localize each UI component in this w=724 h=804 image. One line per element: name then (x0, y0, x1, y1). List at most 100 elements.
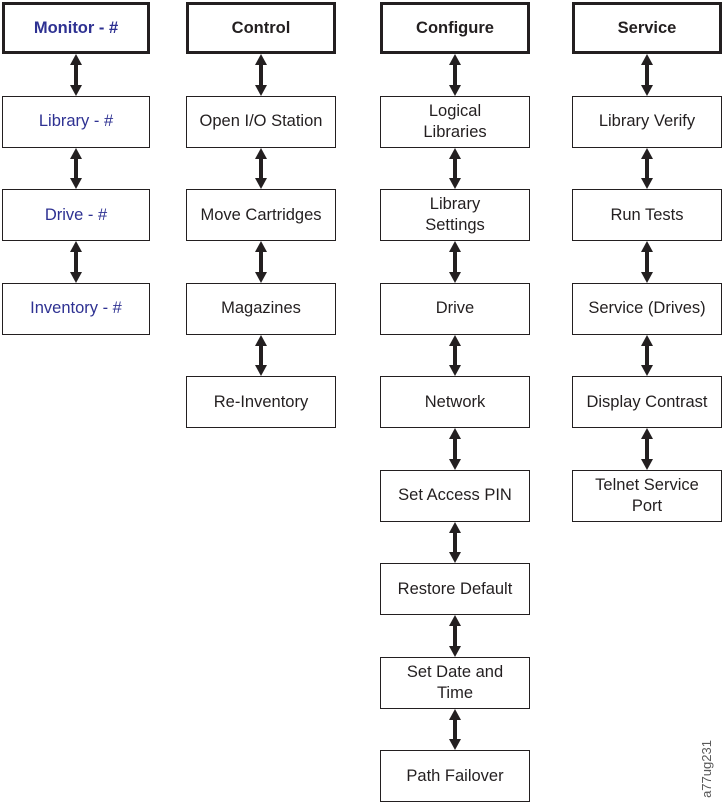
double-headed-arrow-icon (641, 147, 654, 189)
arrow-stem (645, 64, 649, 86)
arrow-down-head (255, 178, 267, 189)
arrow-up-head (449, 428, 461, 439)
arrow-stem (74, 64, 78, 86)
menu-item-re-inventory: Re-Inventory (186, 376, 336, 428)
menu-header-control: Control (186, 2, 336, 54)
arrow-stem (645, 157, 649, 179)
double-headed-arrow-icon (641, 428, 654, 470)
double-headed-arrow-icon (70, 54, 83, 96)
arrow-up-head (449, 147, 461, 159)
arrow-up-head (449, 615, 461, 626)
arrow-down-head (449, 84, 461, 96)
arrow-up-head (449, 334, 461, 346)
double-headed-arrow-icon (449, 147, 462, 189)
arrow-stem (259, 344, 263, 366)
menu-item-open-i-o-station: Open I/O Station (186, 95, 336, 148)
double-headed-arrow-icon (449, 241, 462, 283)
arrow-stem (645, 344, 649, 366)
menu-header-monitor: Monitor - # (2, 2, 150, 54)
arrow-up-head (449, 241, 461, 252)
arrow-stem (259, 64, 263, 86)
menu-item-run-tests: Run Tests (572, 189, 722, 241)
arrow-stem (453, 718, 457, 740)
menu-item-telnet-service-port: Telnet Service Port (572, 469, 722, 522)
double-headed-arrow-icon (255, 54, 268, 96)
arrow-down-head (70, 271, 82, 283)
menu-item-network: Network (380, 376, 530, 428)
arrow-up-head (255, 241, 267, 252)
double-headed-arrow-icon (70, 241, 83, 283)
arrow-down-head (255, 365, 267, 376)
arrow-down-head (641, 178, 653, 189)
double-headed-arrow-icon (449, 521, 462, 563)
arrow-down-head (255, 271, 267, 283)
arrow-stem (259, 251, 263, 273)
menu-item-library-settings: Library Settings (380, 189, 530, 241)
arrow-up-head (641, 54, 653, 65)
arrow-down-head (70, 84, 82, 96)
arrow-up-head (449, 521, 461, 533)
arrow-down-head (255, 84, 267, 96)
arrow-down-head (641, 84, 653, 96)
arrow-stem (453, 251, 457, 273)
arrow-down-head (449, 739, 461, 750)
double-headed-arrow-icon (641, 54, 654, 96)
double-headed-arrow-icon (641, 241, 654, 283)
menu-item-move-cartridges: Move Cartridges (186, 189, 336, 241)
arrow-down-head (449, 458, 461, 470)
menu-header-service: Service (572, 2, 722, 54)
menu-item-drive: Drive (380, 282, 530, 335)
arrow-stem (453, 531, 457, 553)
double-headed-arrow-icon (255, 334, 268, 376)
arrow-stem (453, 157, 457, 179)
arrow-up-head (70, 241, 82, 252)
arrow-down-head (641, 458, 653, 470)
arrow-down-head (449, 552, 461, 563)
menu-item-display-contrast: Display Contrast (572, 376, 722, 428)
arrow-up-head (70, 147, 82, 159)
arrow-up-head (255, 334, 267, 346)
double-headed-arrow-icon (449, 428, 462, 470)
arrow-up-head (641, 147, 653, 159)
menu-header-configure: Configure (380, 2, 530, 54)
menu-item-restore-default: Restore Default (380, 563, 530, 615)
arrow-down-head (449, 271, 461, 283)
menu-item-inventory: Inventory - # (2, 282, 150, 335)
arrow-up-head (641, 334, 653, 346)
menu-item-library-verify: Library Verify (572, 95, 722, 148)
double-headed-arrow-icon (449, 54, 462, 96)
arrow-up-head (449, 54, 461, 65)
menu-item-drive: Drive - # (2, 189, 150, 241)
arrow-stem (259, 157, 263, 179)
arrow-up-head (641, 428, 653, 439)
menu-item-logical-libraries: Logical Libraries (380, 95, 530, 148)
arrow-stem (453, 64, 457, 86)
menu-item-service-drives: Service (Drives) (572, 282, 722, 335)
arrow-down-head (70, 178, 82, 189)
arrow-up-head (449, 708, 461, 720)
arrow-down-head (449, 645, 461, 657)
double-headed-arrow-icon (641, 334, 654, 376)
double-headed-arrow-icon (255, 241, 268, 283)
menu-item-library: Library - # (2, 95, 150, 148)
arrow-stem (453, 344, 457, 366)
menu-item-set-access-pin: Set Access PIN (380, 469, 530, 522)
arrow-down-head (449, 178, 461, 189)
arrow-stem (645, 251, 649, 273)
double-headed-arrow-icon (70, 147, 83, 189)
arrow-stem (453, 438, 457, 460)
menu-item-magazines: Magazines (186, 282, 336, 335)
arrow-down-head (449, 365, 461, 376)
menu-item-set-date-and-time: Set Date and Time (380, 656, 530, 709)
arrow-stem (645, 438, 649, 460)
arrow-up-head (641, 241, 653, 252)
arrow-stem (74, 251, 78, 273)
arrow-stem (74, 157, 78, 179)
menu-item-path-failover: Path Failover (380, 750, 530, 802)
figure-id-label: a77ug231 (699, 740, 714, 798)
arrow-up-head (255, 54, 267, 65)
arrow-down-head (641, 271, 653, 283)
double-headed-arrow-icon (255, 147, 268, 189)
arrow-down-head (641, 365, 653, 376)
